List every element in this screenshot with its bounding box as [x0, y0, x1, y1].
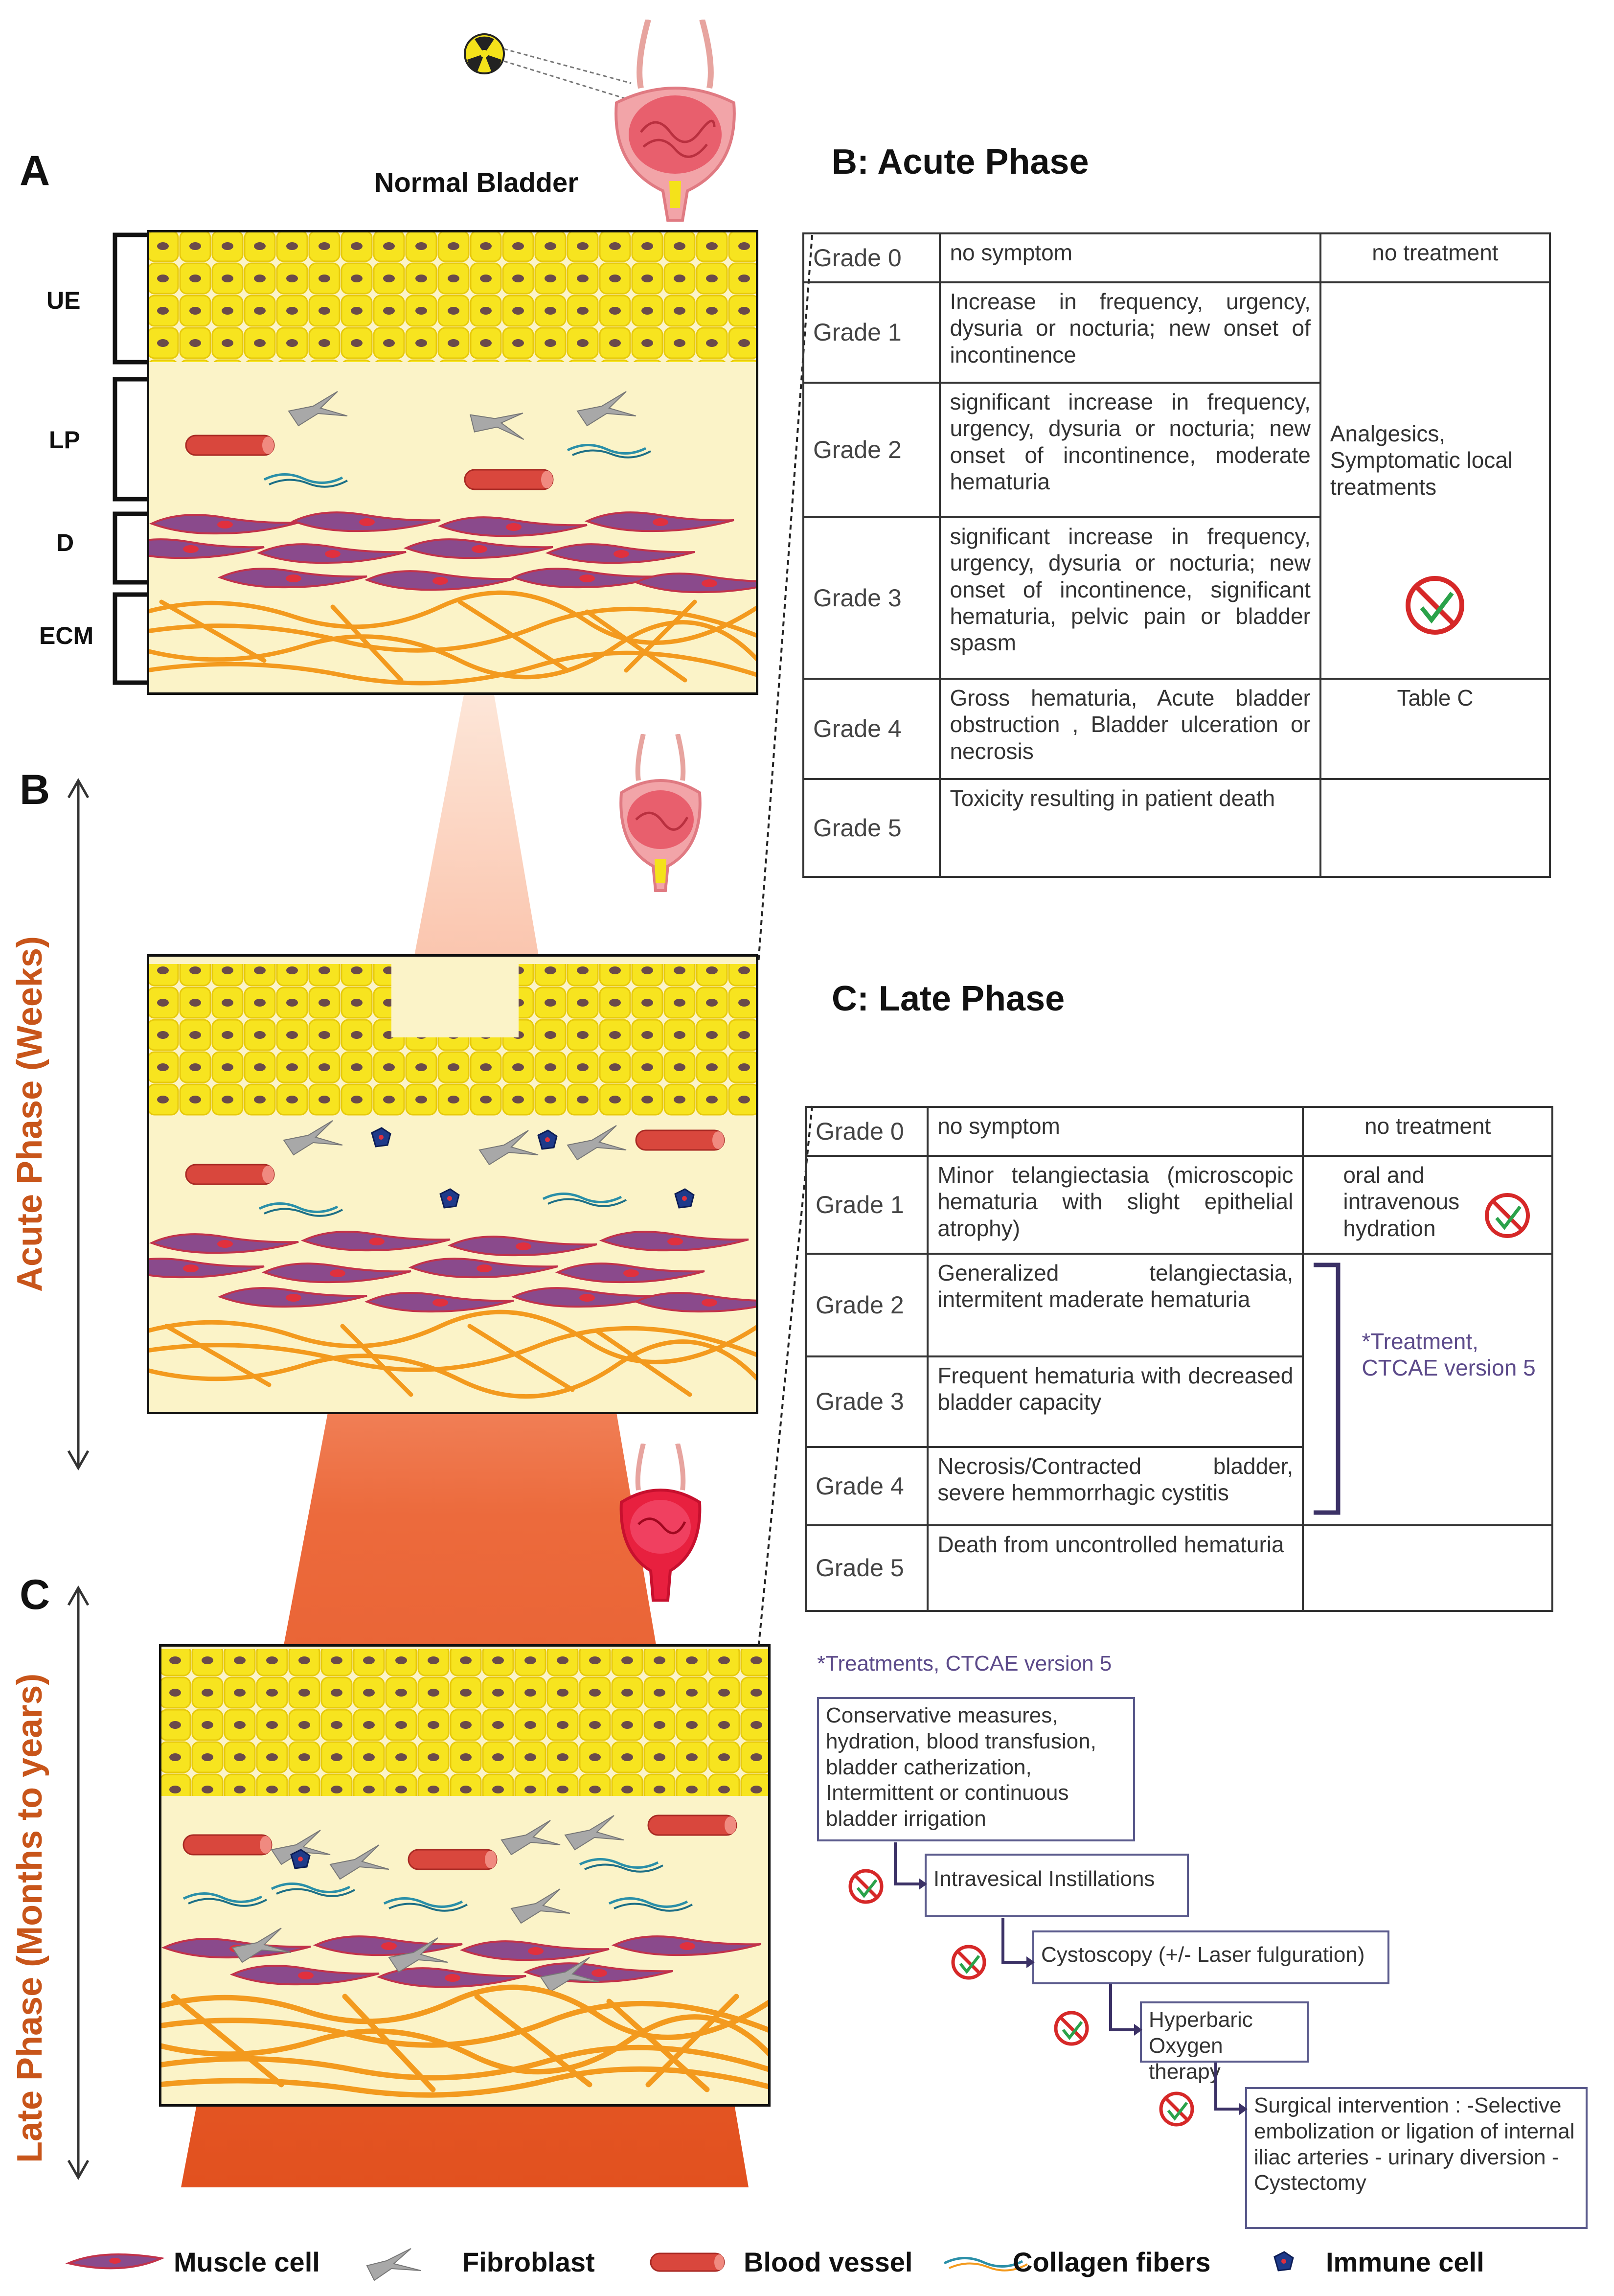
acute-grade-4: Grade 4 — [802, 678, 941, 780]
acute-treat-5 — [1319, 778, 1551, 878]
legend-icons — [65, 2248, 1294, 2281]
radiation-source-icon — [464, 33, 632, 101]
collagen-fibers-icon — [943, 2257, 1028, 2272]
late-bladder-icon — [619, 1444, 702, 1602]
flow-step-2: Intravesical Instillations — [925, 1854, 1189, 1917]
acute-treat-merged: Analgesics, Symptomatic local treatments — [1319, 281, 1551, 680]
late-desc-1: Minor telangiectasia (microscopic hematu… — [927, 1155, 1304, 1255]
flow-connectors — [848, 1842, 1248, 2127]
late-treat-merged-text: *Treatment, CTCAE version 5 — [1362, 1329, 1536, 1381]
late-desc-0: no symptom — [927, 1106, 1304, 1157]
late-grade-2: Grade 2 — [804, 1253, 929, 1357]
late-treat-5 — [1302, 1524, 1553, 1612]
fibroblast-icon — [366, 2248, 421, 2281]
late-grade-5: Grade 5 — [804, 1524, 929, 1612]
late-grade-3: Grade 3 — [804, 1355, 929, 1448]
acute-grade-2: Grade 2 — [802, 382, 941, 518]
late-tissue-illustration — [159, 1644, 771, 2107]
flow-title: *Treatments, CTCAE version 5 — [817, 1652, 1112, 1676]
acute-grade-0: Grade 0 — [802, 232, 941, 283]
no-treatment-icon — [1406, 575, 1465, 635]
blood-vessel-icon — [650, 2252, 725, 2272]
panel-a-letter: A — [20, 147, 50, 194]
acute-desc-2: significant increase in frequency, urgen… — [939, 382, 1321, 518]
late-phase-axis-label: Late Phase (Months to years) — [10, 1673, 49, 2163]
acute-grade-5: Grade 5 — [802, 778, 941, 878]
late-desc-5: Death from uncontrolled hematuria — [927, 1524, 1304, 1612]
late-grade-4: Grade 4 — [804, 1446, 929, 1526]
legend-immune-cell: Immune cell — [1326, 2247, 1484, 2277]
acute-treat-4: Table C — [1319, 678, 1551, 780]
acute-desc-1: Increase in frequency, urgency, dysuria … — [939, 281, 1321, 384]
flow-step-1: Conservative measures, hydration, blood … — [817, 1697, 1135, 1841]
late-phase-table: Grade 0 no symptom no treatment Grade 1 … — [804, 1106, 1553, 1612]
acute-phase-axis-label: Acute Phase (Weeks) — [10, 936, 49, 1292]
normal-tissue-illustration — [147, 230, 758, 695]
acute-phase-arrow — [67, 778, 90, 1471]
late-grade-1: Grade 1 — [804, 1155, 929, 1255]
treatment-bracket — [1314, 1263, 1341, 1515]
late-phase-title: C: Late Phase — [832, 979, 1065, 1018]
legend-muscle-cell: Muscle cell — [174, 2247, 320, 2277]
acute-desc-0: no symptom — [939, 232, 1321, 283]
acute-grade-1: Grade 1 — [802, 281, 941, 384]
legend-collagen-fibers: Collagen fibers — [1013, 2247, 1211, 2277]
legend-blood-vessel: Blood vessel — [744, 2247, 913, 2277]
connector-lines — [757, 234, 813, 1650]
muscle-cell-icon — [65, 2253, 165, 2270]
no-hydration-icon — [1485, 1193, 1530, 1238]
flow-step-5: Surgical intervention : -Selective embol… — [1245, 2087, 1588, 2229]
layer-brackets — [113, 232, 149, 685]
late-desc-3: Frequent hematuria with decreased bladde… — [927, 1355, 1304, 1448]
late-desc-2: Generalized telangiectasia, intermitent … — [927, 1253, 1304, 1357]
acute-tissue-illustration — [147, 954, 758, 1414]
acute-desc-4: Gross hematuria, Acute bladder obstructi… — [939, 678, 1321, 780]
late-treat-0: no treatment — [1302, 1106, 1553, 1157]
normal-bladder-icon — [614, 20, 736, 222]
flow-step-3: Cystoscopy (+/- Laser fulguration) — [1032, 1930, 1389, 1984]
layer-label-d: D — [56, 529, 74, 556]
acute-bladder-icon — [619, 734, 702, 892]
layer-label-ue: UE — [46, 287, 81, 314]
acute-phase-title: B: Acute Phase — [832, 142, 1089, 182]
late-treat-1-text: oral and intravenous hydration — [1343, 1162, 1460, 1241]
late-phase-arrow — [67, 1585, 90, 2181]
legend-fibroblast: Fibroblast — [462, 2247, 595, 2277]
late-grade-0: Grade 0 — [804, 1106, 929, 1157]
acute-phase-table: Grade 0 no symptom no treatment Grade 1 … — [802, 232, 1551, 878]
normal-bladder-label: Normal Bladder — [374, 167, 578, 198]
panel-c-letter: C — [20, 1571, 50, 1618]
immune-cell-icon — [1273, 2251, 1294, 2272]
late-treat-merged: *Treatment, CTCAE version 5 — [1302, 1253, 1553, 1526]
flow-step-4: Hyperbaric Oxygen therapy — [1140, 2001, 1309, 2084]
acute-treat-0: no treatment — [1319, 232, 1551, 283]
acute-desc-3: significant increase in frequency, urgen… — [939, 516, 1321, 680]
layer-label-ecm: ECM — [39, 622, 94, 649]
acute-grade-3: Grade 3 — [802, 516, 941, 680]
layer-label-lp: LP — [49, 426, 80, 454]
late-desc-4: Necrosis/Contracted bladder, severe hemm… — [927, 1446, 1304, 1526]
late-treat-1: oral and intravenous hydration — [1302, 1155, 1553, 1255]
acute-desc-5: Toxicity resulting in patient death — [939, 778, 1321, 878]
flow-no-icons — [848, 1869, 1194, 2127]
acute-treat-merged-text: Analgesics, Symptomatic local treatments — [1330, 421, 1513, 500]
panel-b-letter: B — [20, 766, 50, 813]
